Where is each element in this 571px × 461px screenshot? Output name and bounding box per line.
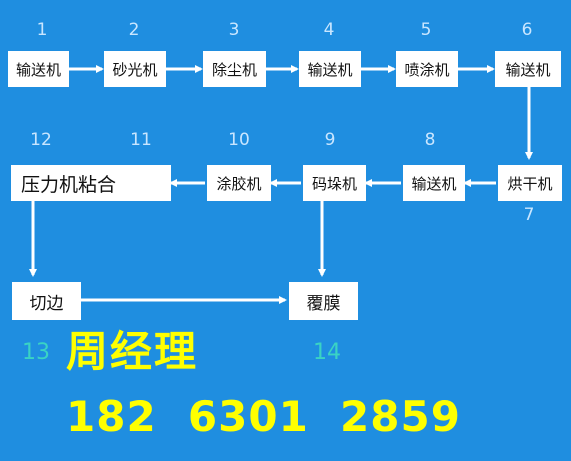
step-number: 8 xyxy=(424,130,436,150)
step-box-conveyor-6: 输送机 xyxy=(495,51,561,87)
contact-name: 周经理 xyxy=(66,327,199,376)
step-box-sander: 砂光机 xyxy=(104,51,166,87)
step-box-conveyor-8: 输送机 xyxy=(403,165,465,201)
step-box-press-bonding: 压力机粘合 xyxy=(11,165,171,201)
step-number: 5 xyxy=(420,20,432,40)
step-box-dust-remover: 除尘机 xyxy=(203,51,266,87)
step-number: 12 xyxy=(30,130,52,150)
step-number: 14 xyxy=(313,340,341,365)
step-box-sprayer: 喷涂机 xyxy=(396,51,458,87)
step-number: 7 xyxy=(523,205,535,225)
step-number: 9 xyxy=(324,130,336,150)
step-box-gluer: 涂胶机 xyxy=(207,165,271,201)
step-number: 3 xyxy=(228,20,240,40)
step-box-conveyor-1: 输送机 xyxy=(8,51,69,87)
step-box-conveyor-4: 输送机 xyxy=(299,51,361,87)
step-number: 1 xyxy=(36,20,48,40)
contact-phone: 182 6301 2859 xyxy=(66,392,461,441)
step-number: 10 xyxy=(228,130,250,150)
step-number: 6 xyxy=(521,20,533,40)
step-number: 2 xyxy=(128,20,140,40)
step-box-dryer: 烘干机 xyxy=(498,165,562,201)
step-number: 13 xyxy=(22,340,50,365)
step-box-edge-trimming: 切边 xyxy=(12,282,81,320)
step-number: 4 xyxy=(323,20,335,40)
step-box-stacker: 码垛机 xyxy=(303,165,366,201)
step-number: 11 xyxy=(130,130,152,150)
step-box-laminating: 覆膜 xyxy=(289,282,358,320)
